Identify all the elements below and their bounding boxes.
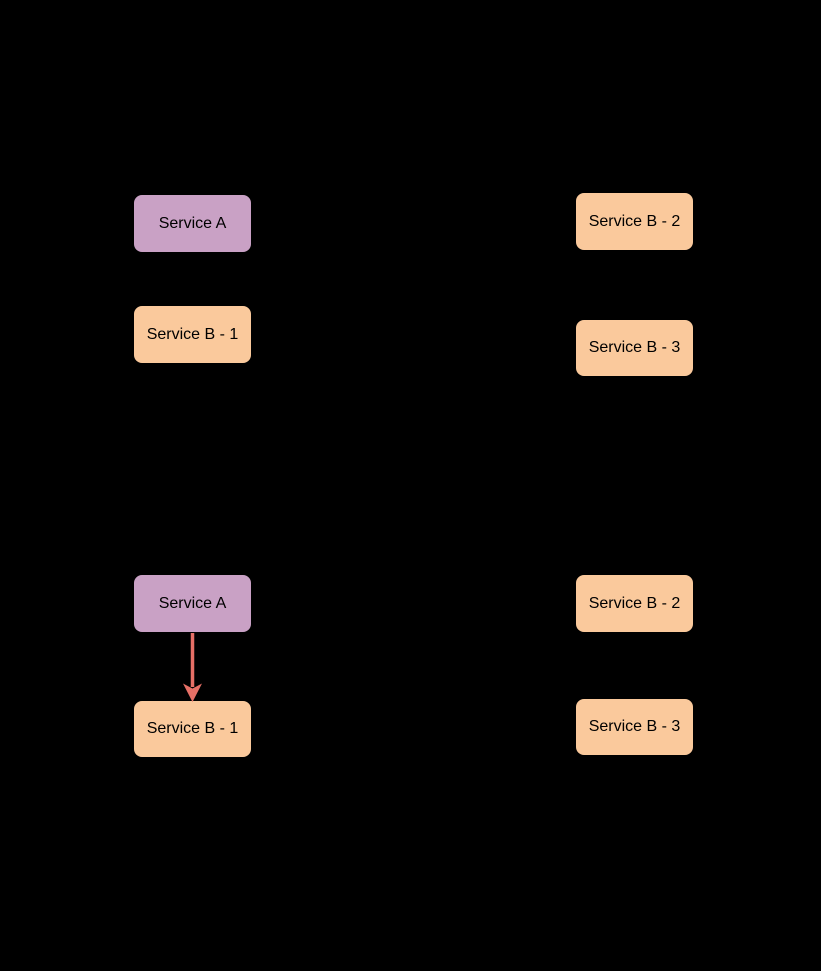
node-service-b2-top: Service B - 2 (576, 193, 693, 250)
node-service-b1-top: Service B - 1 (134, 306, 251, 363)
node-service-b2-bottom: Service B - 2 (576, 575, 693, 632)
node-service-b3-bottom: Service B - 3 (576, 699, 693, 755)
node-service-a-bottom: Service A (134, 575, 251, 632)
node-service-b1-bottom: Service B - 1 (134, 701, 251, 757)
node-service-b3-top: Service B - 3 (576, 320, 693, 376)
arrow-head-icon (183, 683, 202, 702)
node-service-a-top: Service A (134, 195, 251, 252)
